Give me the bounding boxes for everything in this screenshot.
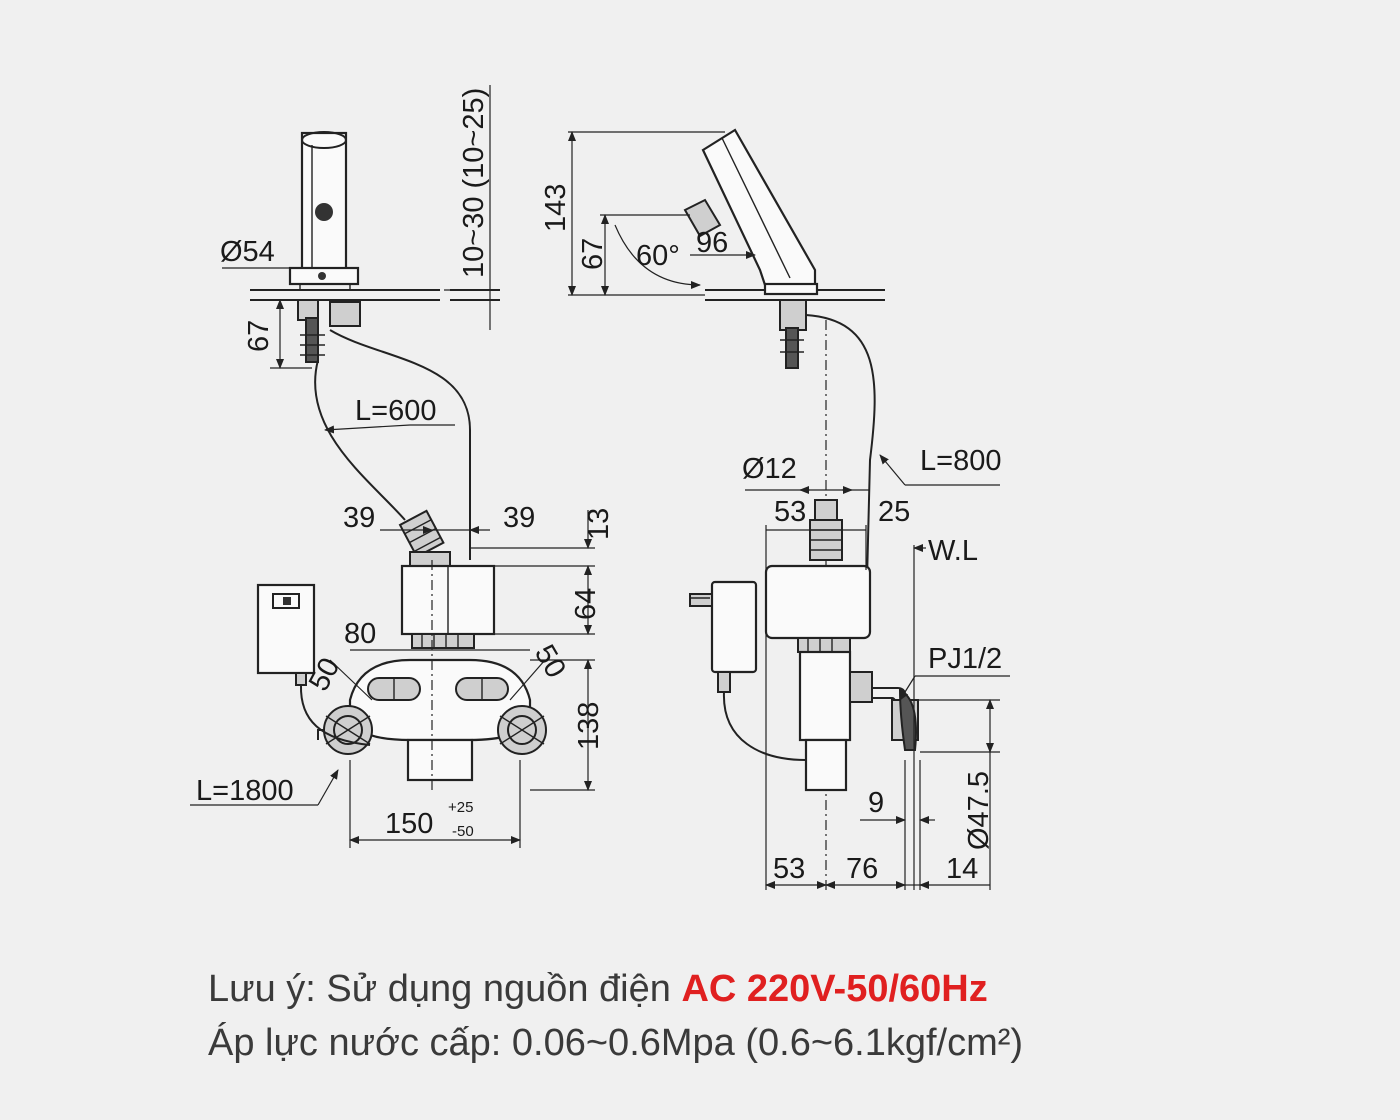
dim-height-143: 143 [540, 184, 572, 232]
dim-width-80: 80 [344, 618, 376, 650]
dim-height-67-left: 67 [243, 320, 275, 352]
power-note-text: Lưu ý: Sử dụng nguồn điện [208, 968, 682, 1010]
dim-thread-pj: PJ1/2 [928, 643, 1002, 675]
dim-tolerance-minus: -50 [452, 823, 474, 840]
dim-height-13: 13 [583, 508, 615, 540]
power-spec-highlight: AC 220V-50/60Hz [681, 968, 988, 1010]
sensor-eye-icon [315, 203, 333, 221]
dim-diameter-54: Ø54 [220, 236, 275, 268]
dim-width-9: 9 [868, 787, 884, 819]
dim-width-76: 76 [846, 853, 878, 885]
spec-notes: Lưu ý: Sử dụng nguồn điện AC 220V-50/60H… [208, 962, 1358, 1070]
dim-width-150: 150 [385, 808, 433, 840]
dim-cable-600: L=600 [355, 395, 436, 427]
dim-width-96: 96 [696, 227, 728, 259]
dim-width-39-right: 39 [503, 502, 535, 534]
dim-height-10-30: 10~30 (10~25) [458, 88, 490, 278]
power-note: Lưu ý: Sử dụng nguồn điện AC 220V-50/60H… [208, 962, 1358, 1016]
dim-height-138: 138 [573, 702, 605, 750]
dim-cable-1800: L=1800 [196, 775, 294, 807]
dim-width-50-right: 50 [528, 640, 572, 684]
valve-side-view: Ø12 L=800 53 25 W.L PJ1/2 Ø47.5 9 53 76 … [689, 445, 1010, 890]
dim-width-25: 25 [878, 496, 910, 528]
dim-width-39-left: 39 [343, 502, 375, 534]
dim-width-53-top: 53 [774, 496, 806, 528]
dim-cable-800: L=800 [920, 445, 1001, 477]
faucet-front-view: Ø54 67 10~30 (10~25) L=600 [220, 85, 500, 560]
pressure-note: Áp lực nước cấp: 0.06~0.6Mpa (0.6~6.1kgf… [208, 1022, 1024, 1064]
dim-diameter-47-5: Ø47.5 [963, 771, 995, 850]
dim-height-64: 64 [570, 588, 602, 620]
water-level-label: W.L [928, 535, 978, 567]
dim-width-14: 14 [946, 853, 978, 885]
faucet-side-view: 143 67 60° 96 [540, 128, 885, 890]
valve-mixer-view: 39 39 13 64 80 50 50 138 L=1800 150 +25 … [190, 502, 615, 848]
dim-width-53-bottom: 53 [773, 853, 805, 885]
dim-angle-60: 60° [636, 240, 680, 272]
dim-diameter-12: Ø12 [742, 453, 797, 485]
dim-height-67-right: 67 [577, 238, 609, 270]
dim-tolerance-plus: +25 [448, 799, 473, 816]
